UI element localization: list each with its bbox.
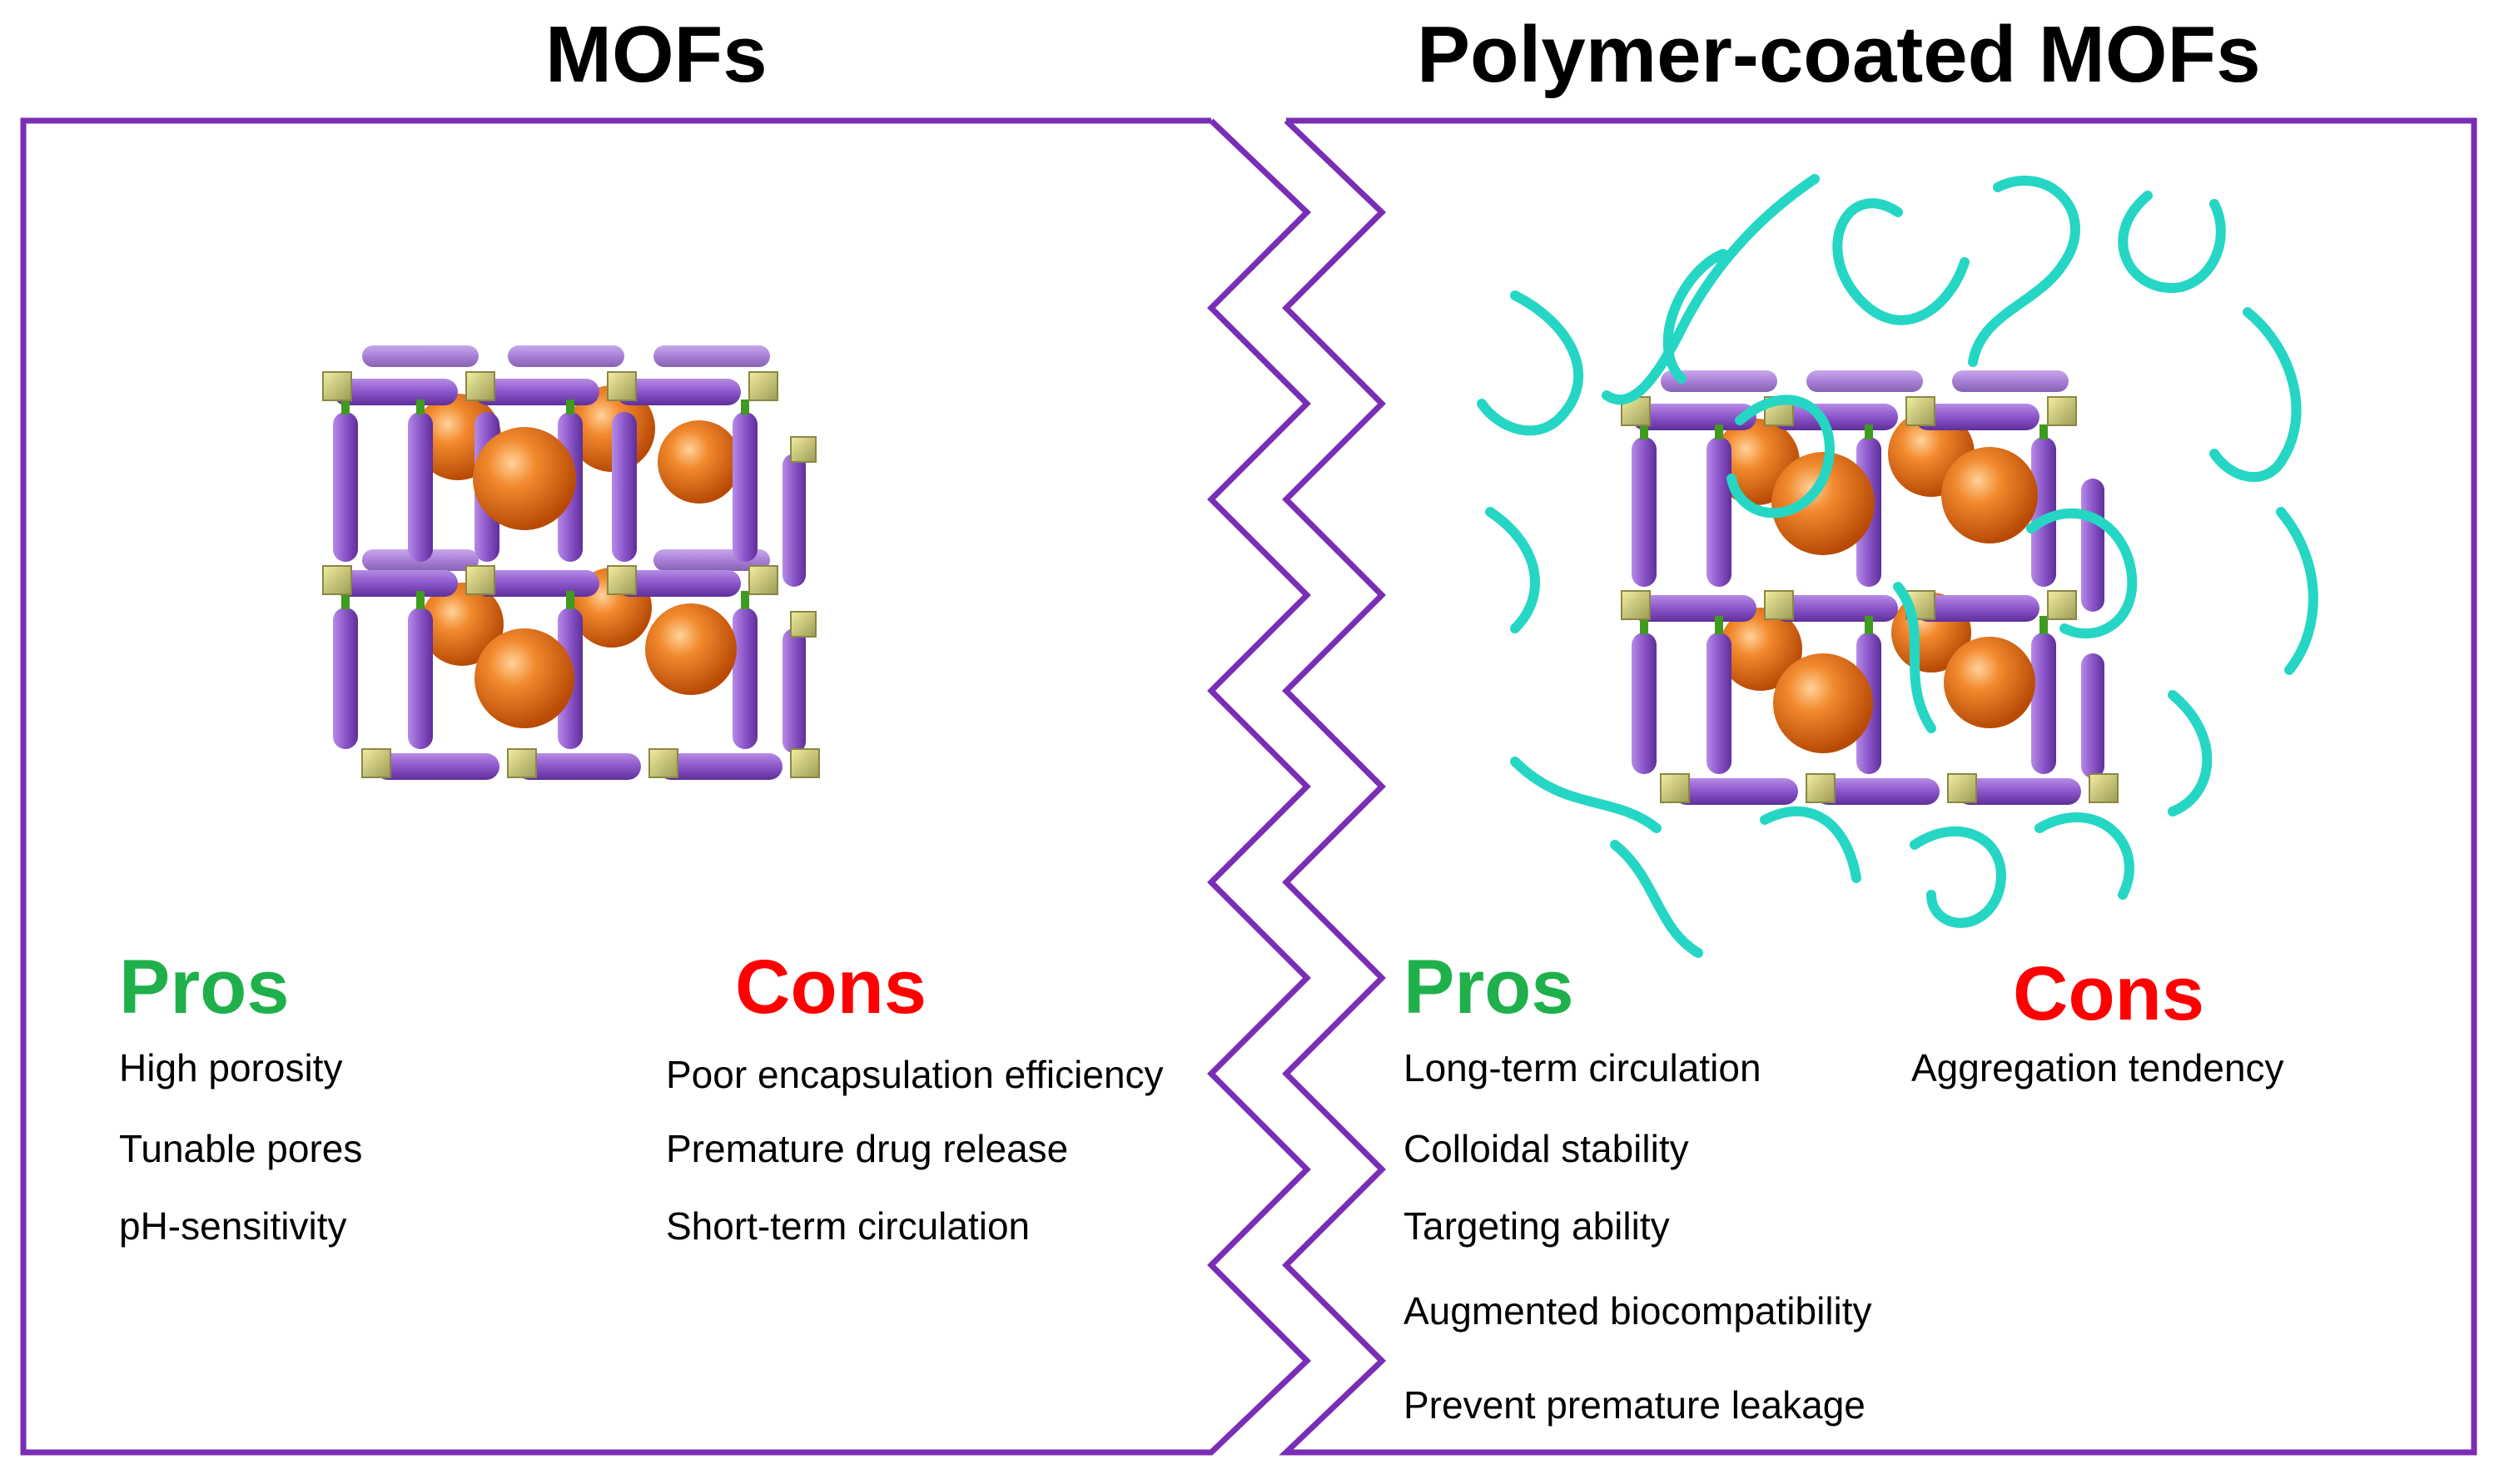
list-item: Colloidal stability [1403, 1127, 1689, 1170]
drug-sphere [645, 603, 737, 695]
list-item: Tunable pores [119, 1127, 363, 1170]
list-item: Short-term circulation [666, 1204, 1031, 1248]
drug-sphere [1719, 608, 1802, 691]
left-panel-border [20, 117, 1312, 1456]
mof-cube-icon [322, 345, 820, 780]
list-item: Targeting ability [1403, 1204, 1670, 1248]
polymer-chains [1477, 174, 2318, 958]
polymer-coated-mof-icon [1477, 174, 2318, 958]
drug-sphere [1944, 637, 2035, 728]
drug-sphere [420, 583, 504, 666]
drug-sphere [1941, 447, 2038, 543]
list-item: pH-sensitivity [119, 1204, 347, 1248]
drug-sphere [474, 628, 574, 728]
right-pros-heading: Pros [1403, 945, 1574, 1030]
right-panel-border [1279, 117, 2477, 1456]
list-item: Augmented biocompatibility [1403, 1289, 1872, 1333]
right-title: Polymer-coated MOFs [1417, 10, 2261, 99]
drug-sphere [1771, 452, 1875, 555]
drug-sphere [1773, 653, 1873, 753]
list-item: Aggregation tendency [1911, 1046, 2284, 1089]
list-item: Prevent premature leakage [1403, 1383, 1866, 1427]
list-item: Premature drug release [666, 1127, 1069, 1170]
left-cons-heading: Cons [735, 945, 927, 1030]
list-item: Poor encapsulation efficiency [666, 1053, 1164, 1096]
list-item: Long-term circulation [1403, 1046, 1761, 1089]
drug-sphere [473, 427, 576, 530]
left-title: MOFs [545, 10, 768, 99]
drug-sphere [658, 420, 741, 504]
list-item: High porosity [119, 1046, 343, 1089]
left-pros-heading: Pros [119, 945, 290, 1030]
right-cons-heading: Cons [2013, 951, 2204, 1036]
